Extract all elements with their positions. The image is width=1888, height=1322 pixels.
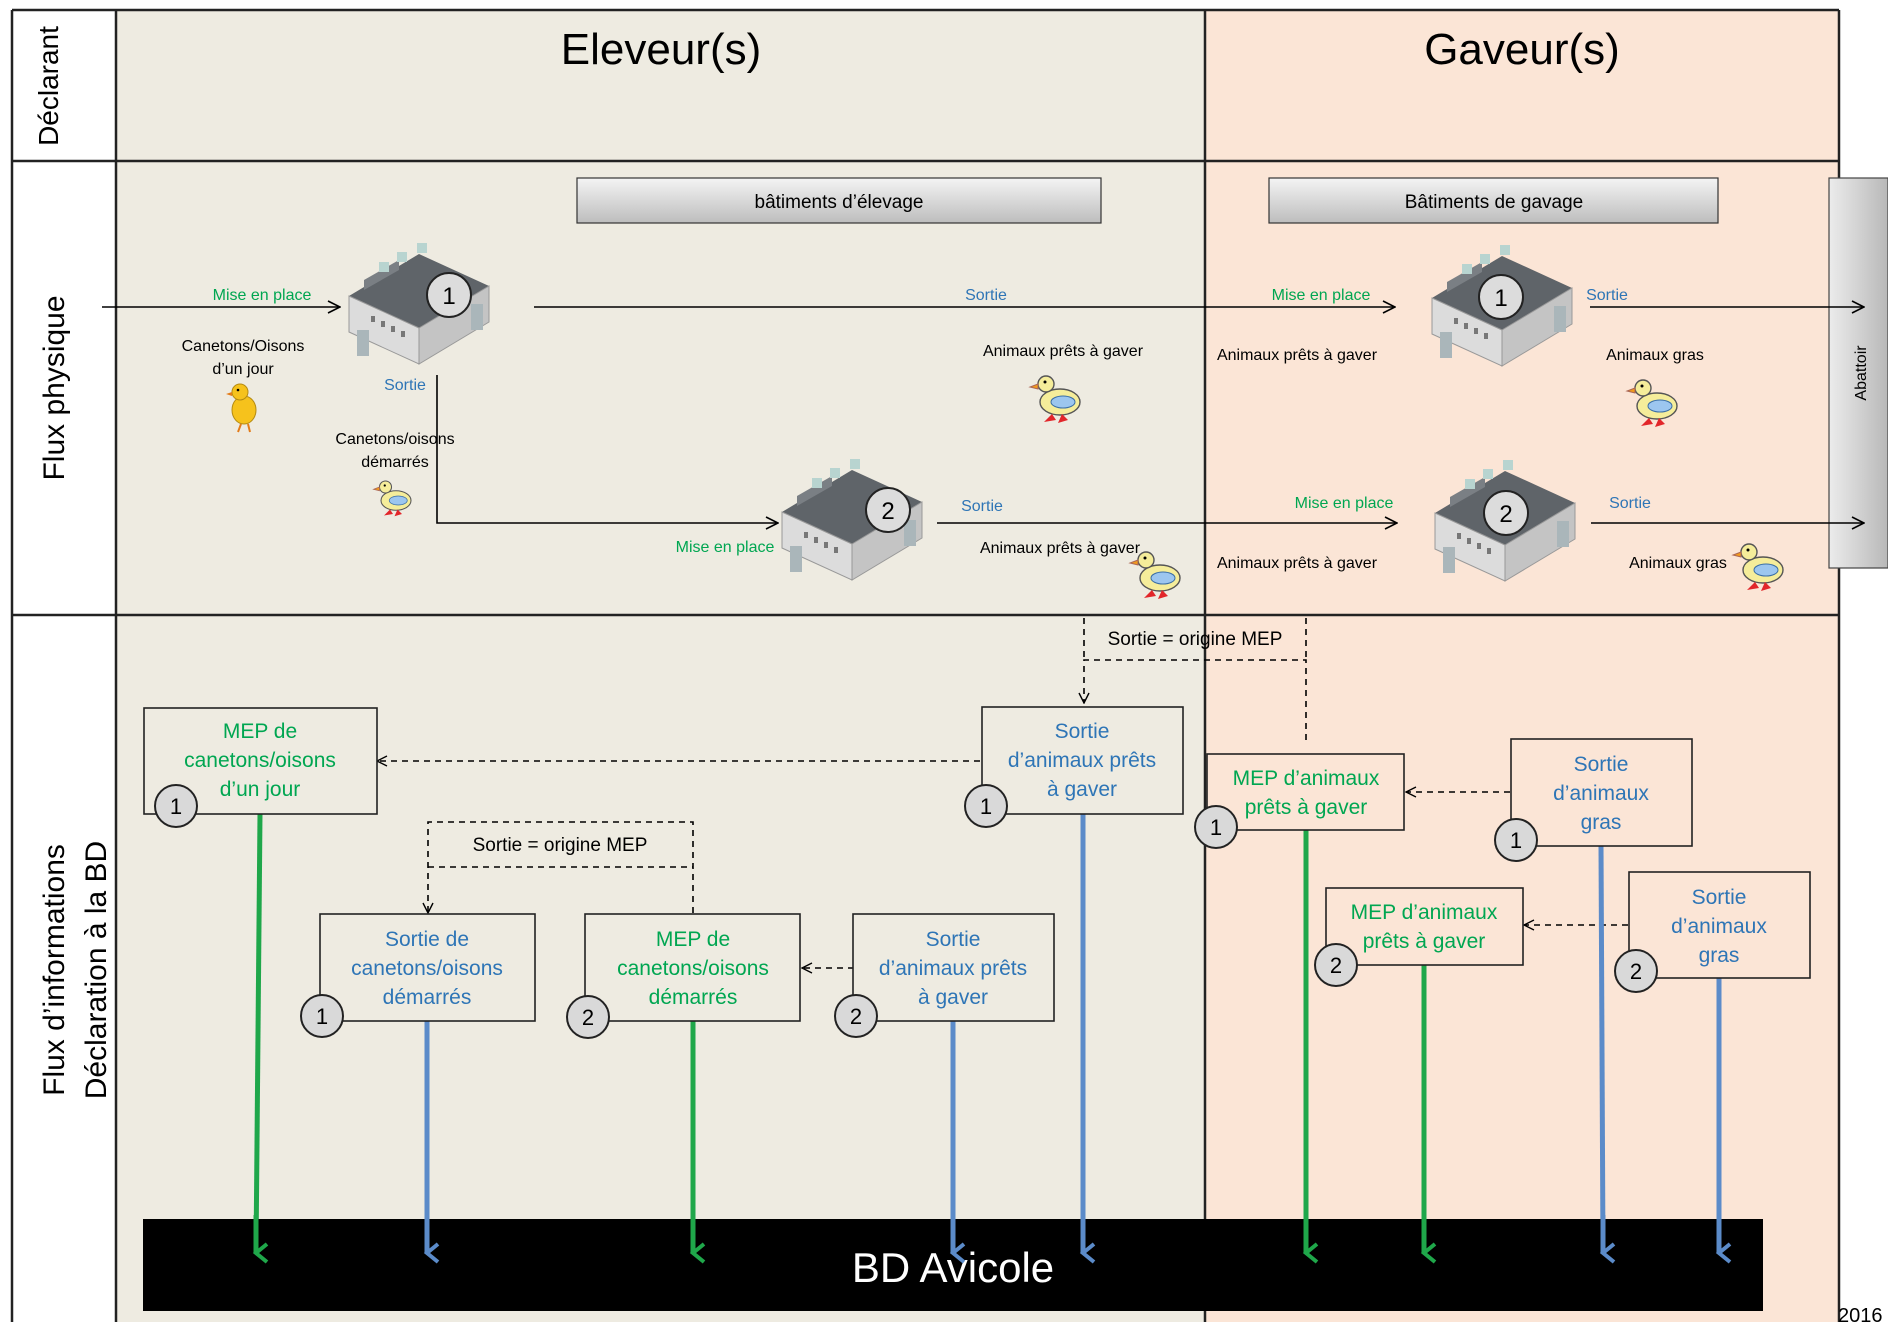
eleveur-column-bg xyxy=(116,10,1205,1322)
badge-sortie-prets-e2 xyxy=(834,994,878,1038)
sortie-prets-e2-l2: d’animaux prêts xyxy=(879,957,1027,980)
label-prets-g1: Animaux prêts à gaver xyxy=(1217,347,1378,364)
bat-elevage-banner xyxy=(576,177,1102,224)
sortie-origine-bottom: Sortie = origine MEP xyxy=(473,835,648,856)
sortie-prets-e2-l1: Sortie xyxy=(926,928,981,951)
row-flux-physique: Flux physique xyxy=(38,295,71,480)
label-prets-g2: Animaux prêts à gaver xyxy=(1217,555,1378,572)
row-declarant: Déclarant xyxy=(33,26,64,146)
sortie-gras-g2-l2: d’animaux xyxy=(1671,915,1767,938)
mep-dem-l2: canetons/oisons xyxy=(617,957,769,980)
label-sortie-e1-down: Sortie xyxy=(384,377,426,394)
label-prets-e1: Animaux prêts à gaver xyxy=(983,343,1144,360)
svg-text:2: 2 xyxy=(850,1004,862,1029)
label-sortie-e2: Sortie xyxy=(961,498,1003,515)
box-mep-prets-g1 xyxy=(1206,753,1405,831)
mep-jour-l2: canetons/oisons xyxy=(184,749,336,772)
label-mep-g2: Mise en place xyxy=(1295,495,1394,512)
label-mep-e2: Mise en place xyxy=(676,539,775,556)
label-canetons-jour-1: Canetons/Oisons xyxy=(182,338,305,355)
mep-dem-l3: démarrés xyxy=(649,986,738,1009)
svg-text:1: 1 xyxy=(316,1004,328,1029)
mep-prets-g2-l2: prêts à gaver xyxy=(1363,930,1486,953)
svg-text:1: 1 xyxy=(1494,285,1507,312)
badge-mep-jour xyxy=(154,784,198,828)
label-gras-g1: Animaux gras xyxy=(1606,347,1704,364)
label-sortie-g2: Sortie xyxy=(1609,495,1651,512)
sortie-prets-e1-l3: à gaver xyxy=(1047,778,1117,801)
svg-text:2: 2 xyxy=(881,498,894,525)
badge-mep-dem xyxy=(566,995,610,1039)
label-sortie-g1: Sortie xyxy=(1586,287,1628,304)
sortie-gras-g1-l3: gras xyxy=(1581,811,1622,834)
label-canetons-jour-2: d’un jour xyxy=(212,361,274,378)
svg-text:2: 2 xyxy=(582,1005,594,1030)
mep-prets-g2-l1: MEP d’animaux xyxy=(1351,901,1498,924)
box-sortie-dem xyxy=(319,913,536,1022)
sortie-prets-e1-l1: Sortie xyxy=(1055,720,1110,743)
building-badge-e2: 2 xyxy=(865,487,911,533)
sortie-dem-l2: canetons/oisons xyxy=(351,957,503,980)
box-sortie-prets-e2 xyxy=(852,913,1055,1022)
box-sortie-gras-g1 xyxy=(1510,738,1693,847)
mep-dem-l1: MEP de xyxy=(656,928,730,951)
abattoir-box xyxy=(1828,177,1888,569)
box-sortie-gras-g2 xyxy=(1628,871,1811,979)
sortie-gras-g1-l1: Sortie xyxy=(1574,753,1629,776)
column-eleveurs: Eleveur(s) xyxy=(561,25,762,74)
sortie-prets-e2-l3: à gaver xyxy=(918,986,988,1009)
mep-prets-g1-l2: prêts à gaver xyxy=(1245,796,1368,819)
svg-text:2: 2 xyxy=(1330,953,1342,978)
sortie-gras-g2-l1: Sortie xyxy=(1692,886,1747,909)
label-mep-g1: Mise en place xyxy=(1272,287,1371,304)
svg-text:2: 2 xyxy=(1499,501,1512,528)
bat-gavage-banner xyxy=(1268,177,1719,224)
building-badge-e1: 1 xyxy=(426,272,472,318)
label-mep-1: Mise en place xyxy=(213,287,312,304)
svg-text:1: 1 xyxy=(1210,815,1222,840)
bat-elevage-label: bâtiments d’élevage xyxy=(755,192,924,213)
mep-jour-l1: MEP de xyxy=(223,720,297,743)
building-badge-g1: 1 xyxy=(1478,274,1524,320)
sortie-dem-l1: Sortie de xyxy=(385,928,469,951)
column-gaveurs: Gaveur(s) xyxy=(1424,25,1620,74)
sortie-prets-e1-l2: d’animaux prêts xyxy=(1008,749,1156,772)
label-gras-g2: Animaux gras xyxy=(1629,555,1727,572)
badge-mep-prets-g2 xyxy=(1314,943,1358,987)
svg-text:1: 1 xyxy=(980,794,992,819)
row-flux-info-1: Flux d’informations xyxy=(38,844,71,1096)
box-mep-prets-g2 xyxy=(1325,887,1524,966)
box-sortie-prets-e1 xyxy=(981,706,1184,815)
svg-text:1: 1 xyxy=(442,283,455,310)
label-canetons-dem-1: Canetons/oisons xyxy=(335,431,454,448)
svg-text:1: 1 xyxy=(170,794,182,819)
building-badge-g2: 2 xyxy=(1483,490,1529,536)
badge-sortie-dem xyxy=(300,994,344,1038)
row-flux-info-2: Déclaration à la BD xyxy=(80,841,113,1099)
sortie-gras-g1-l2: d’animaux xyxy=(1553,782,1649,805)
svg-text:2: 2 xyxy=(1630,959,1642,984)
sortie-gras-g2-l3: gras xyxy=(1699,944,1740,967)
badge-mep-prets-g1 xyxy=(1194,805,1238,849)
mep-prets-g1-l1: MEP d’animaux xyxy=(1233,767,1380,790)
sortie-dem-l3: démarrés xyxy=(383,986,472,1009)
label-sortie-1: Sortie xyxy=(965,287,1007,304)
mep-jour-l3: d’un jour xyxy=(220,778,301,801)
bat-gavage-label: Bâtiments de gavage xyxy=(1405,192,1584,213)
corner-year: 2016 xyxy=(1838,1305,1883,1322)
label-canetons-dem-2: démarrés xyxy=(361,454,429,471)
label-prets-e2: Animaux prêts à gaver xyxy=(980,540,1141,557)
badge-sortie-gras-g2 xyxy=(1614,949,1658,993)
svg-text:1: 1 xyxy=(1510,828,1522,853)
sortie-origine-top: Sortie = origine MEP xyxy=(1108,629,1283,650)
box-mep-dem xyxy=(584,913,801,1022)
badge-sortie-gras-g1 xyxy=(1494,818,1538,862)
badge-sortie-prets-e1 xyxy=(964,784,1008,828)
abattoir-label: Abattoir xyxy=(1853,345,1870,401)
gaveur-column-bg xyxy=(1205,10,1839,1322)
